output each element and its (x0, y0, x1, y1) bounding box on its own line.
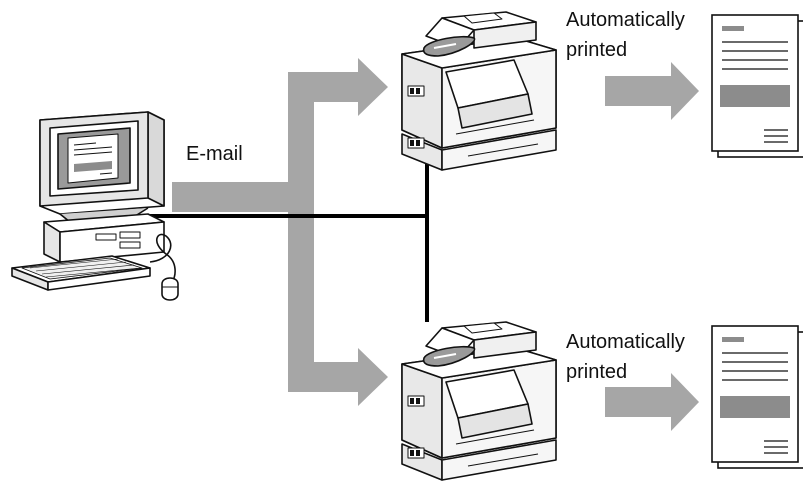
email-flow-arrows (172, 58, 699, 431)
network-line (150, 162, 429, 322)
bottom-printer-label-line1: Automatically (566, 331, 685, 353)
computer-icon (11, 111, 179, 301)
bottom-printer-label-line2: printed (566, 361, 628, 383)
output-arrow-bottom (605, 373, 699, 431)
printer-icon (401, 321, 557, 481)
email-flow-trunk (172, 58, 388, 406)
printer-icon (401, 11, 557, 171)
top-printer-label-line2: printed (566, 39, 628, 61)
document-icon (711, 14, 803, 158)
output-arrow-top (605, 62, 699, 120)
document-icon (711, 325, 803, 469)
top-printer-label-line1: Automatically (566, 9, 685, 31)
email-label: E-mail (186, 143, 243, 165)
